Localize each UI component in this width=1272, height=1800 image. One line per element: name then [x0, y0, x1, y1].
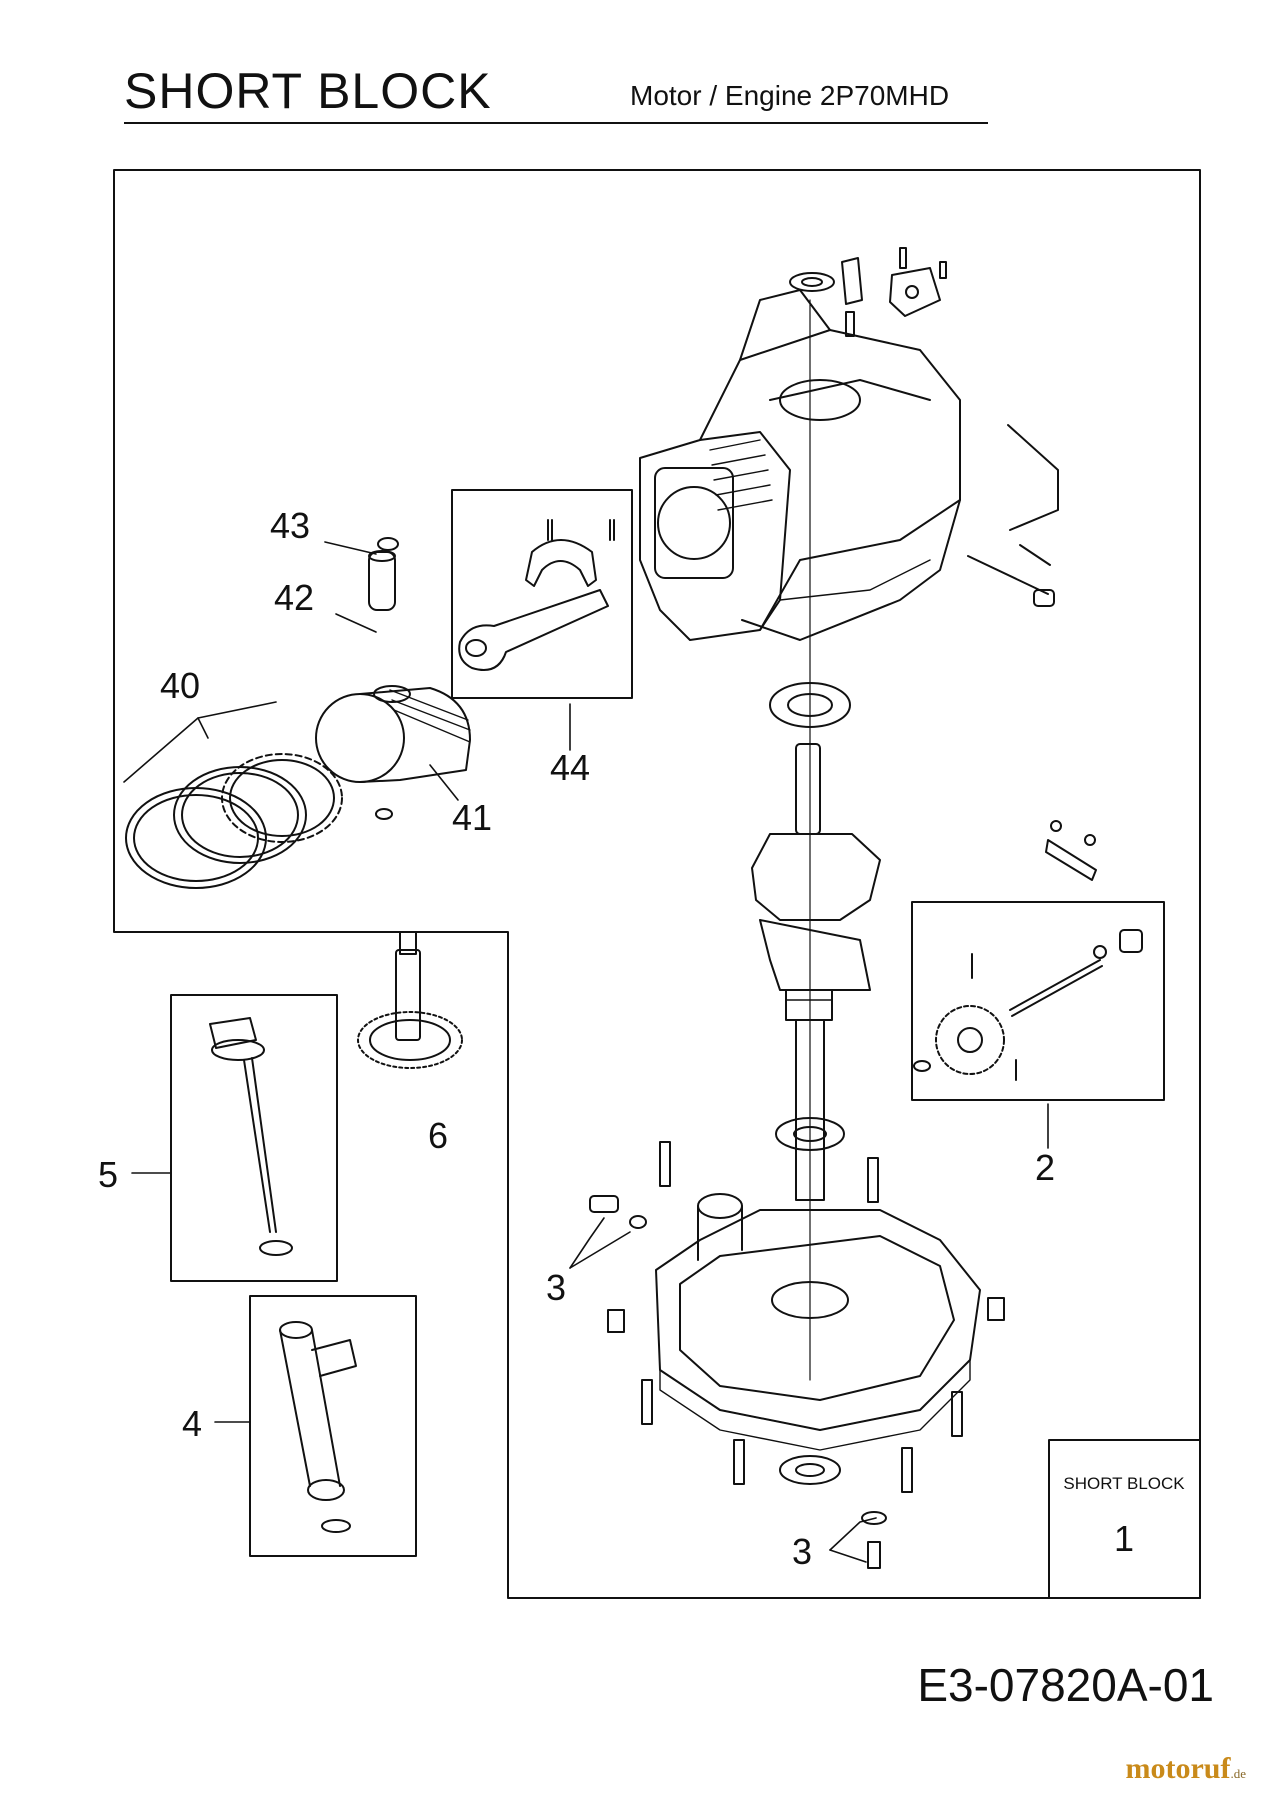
- short-block-number: 1: [1113, 1518, 1135, 1559]
- callout-3-bottom: 3: [792, 1531, 813, 1572]
- crankcase-cover: [655, 1193, 981, 1451]
- crankcase-bolts: [607, 1141, 1005, 1493]
- crankshaft: [751, 743, 881, 1201]
- piston-pin-42: [368, 550, 396, 611]
- callout-41: 41: [452, 797, 493, 838]
- crank-washer: [775, 1117, 845, 1151]
- page-title: SHORT BLOCK: [124, 63, 492, 119]
- governor-assembly-2: [913, 820, 1143, 1081]
- callout-43: 43: [270, 505, 311, 546]
- callout-6: 6: [428, 1115, 449, 1156]
- callout-44: 44: [550, 747, 591, 788]
- oil-seal-bottom: [779, 1455, 841, 1485]
- main-bearing: [769, 682, 851, 728]
- motoruf-logo[interactable]: motoruf.de: [1125, 1752, 1246, 1786]
- connecting-rod-44: [458, 519, 615, 671]
- box-dipstick-5: [170, 994, 338, 1282]
- title-underline: [124, 122, 988, 124]
- callout-3-drain: 3: [546, 1267, 567, 1308]
- oil-fill-tube-4: [279, 1321, 357, 1533]
- drain-plug-3: [589, 1195, 887, 1569]
- box-filltube-4: [249, 1295, 417, 1557]
- box-governor-2: [911, 901, 1165, 1101]
- piston-rings-40: [125, 753, 343, 889]
- piston-41: [315, 685, 471, 783]
- dipstick-5: [209, 1017, 293, 1256]
- short-block-label: SHORT BLOCK: [1063, 1474, 1185, 1493]
- callout-2: 2: [1035, 1147, 1056, 1188]
- box-shortblock-1: [1048, 1439, 1201, 1599]
- lower-circlip: [375, 808, 393, 820]
- logo-main-text: motoruf: [1125, 1752, 1231, 1785]
- callout-42: 42: [274, 577, 315, 618]
- main-frame: [113, 169, 1201, 1599]
- cylinder-block: [639, 289, 961, 641]
- logo-suffix: .de: [1230, 1766, 1246, 1781]
- callout-40: 40: [160, 665, 201, 706]
- box-conrod-44: [451, 489, 633, 699]
- engine-model-subtitle: Motor / Engine 2P70MHD: [630, 80, 950, 111]
- callout-5: 5: [98, 1154, 119, 1195]
- leader-lines: [123, 541, 1049, 1563]
- top-small-parts: [789, 247, 1059, 607]
- document-code: E3-07820A-01: [917, 1659, 1214, 1711]
- camshaft-6: [357, 931, 463, 1069]
- callout-4: 4: [182, 1403, 203, 1444]
- circlip-43: [377, 537, 399, 551]
